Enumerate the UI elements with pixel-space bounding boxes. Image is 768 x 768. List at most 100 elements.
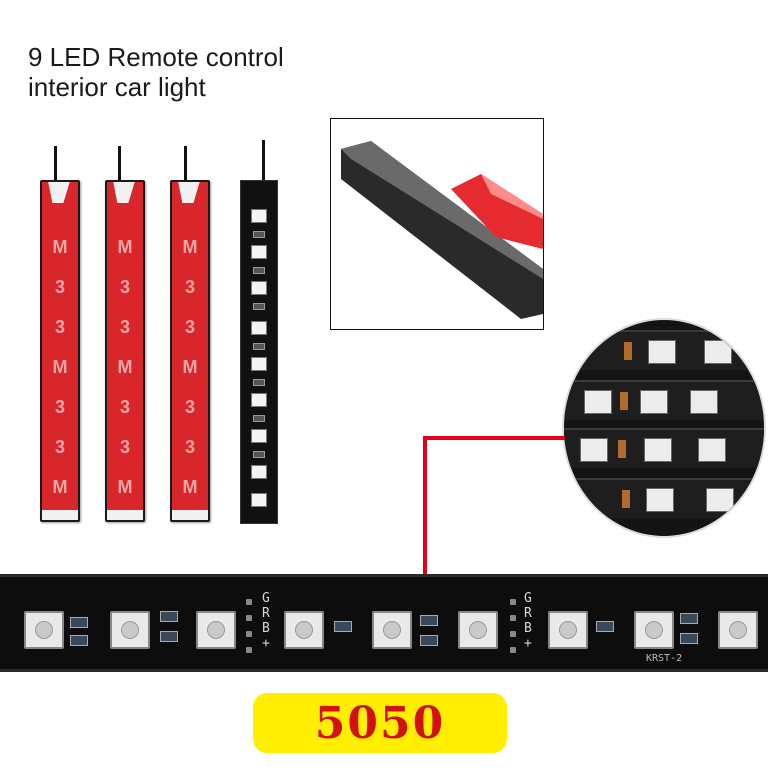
led-chip (24, 611, 64, 649)
tape-print-letter: M (182, 477, 198, 497)
resistor (253, 343, 265, 350)
led-chip (372, 611, 412, 649)
tape-print-letter: 3 (184, 317, 195, 337)
led-strip-closeup: G R B + G R B + KRST-2 (0, 574, 768, 672)
tape-print-letter: M (117, 357, 133, 377)
resistor (160, 631, 178, 642)
cable (118, 146, 121, 186)
strip-end (107, 510, 143, 520)
led-chip (644, 438, 672, 462)
tape-print-letter: 3 (119, 397, 130, 417)
resistor (160, 611, 178, 622)
tape-print-letter: M (182, 237, 198, 257)
led-chip (706, 488, 734, 512)
pin-label: G (524, 591, 532, 606)
tape-print-letter: 3 (184, 277, 195, 297)
led-chip (584, 390, 612, 414)
resistor (596, 621, 614, 632)
tape-print-letter: 3 (119, 277, 130, 297)
led-chip (251, 281, 267, 295)
tape-print-letter: 3 (119, 317, 130, 337)
resistor (70, 635, 88, 646)
resistor (253, 379, 265, 386)
led-chip (640, 390, 668, 414)
magnified-strip-row (564, 478, 764, 518)
tape-print-letter: 3 (54, 317, 65, 337)
led-strip-front (240, 180, 278, 524)
tape-print-letter: M (182, 357, 198, 377)
led-chip (718, 611, 758, 649)
resistor (680, 633, 698, 644)
resistor (253, 267, 265, 274)
board-mark: KRST-2 (646, 653, 683, 664)
cable (54, 146, 57, 186)
cable (184, 146, 187, 186)
wire-tip (178, 182, 200, 203)
led-chip (251, 357, 267, 371)
led-chip (690, 390, 718, 414)
pin-label: + (524, 636, 532, 651)
led-chip (634, 611, 674, 649)
led-chip (284, 611, 324, 649)
led-type-badge: 5050 (253, 693, 507, 753)
magnified-detail (562, 318, 766, 538)
led-chip (580, 438, 608, 462)
led-chip (251, 465, 267, 479)
led-chip (548, 611, 588, 649)
adhesive-closeup (330, 118, 544, 330)
led-chip (704, 340, 732, 364)
tape-print-letter: M (117, 237, 133, 257)
led-chip (110, 611, 150, 649)
tape-print-letter: M (52, 237, 68, 257)
wire-tip (48, 182, 70, 203)
solder-pad (618, 440, 626, 458)
led-chip (196, 611, 236, 649)
resistor (70, 617, 88, 628)
resistor (680, 613, 698, 624)
tape-print-letter: 3 (184, 397, 195, 417)
solder-pad (624, 342, 632, 360)
resistor (253, 451, 265, 458)
tape-print-letter: 3 (54, 437, 65, 457)
product-title: 9 LED Remote control interior car light (28, 42, 284, 102)
cable (262, 140, 265, 184)
title-line-2: interior car light (28, 72, 206, 102)
solder-pad (510, 647, 516, 653)
solder-pad (246, 647, 252, 653)
pin-label: G (262, 591, 270, 606)
led-chip (251, 245, 267, 259)
pin-label: R (524, 606, 532, 621)
resistor (334, 621, 352, 632)
solder-pad (246, 615, 252, 621)
tape-print-letter: M (52, 477, 68, 497)
pin-label: B (262, 621, 270, 636)
callout-line-horizontal (425, 436, 565, 440)
resistor (253, 231, 265, 238)
pin-label: B (524, 621, 532, 636)
pin-label: R (262, 606, 270, 621)
led-chip (648, 340, 676, 364)
led-chip (251, 429, 267, 443)
tape-print-letter: M (52, 357, 68, 377)
resistor (253, 303, 265, 310)
led-chip (251, 321, 267, 335)
tape-print-letter: 3 (119, 437, 130, 457)
resistor (420, 615, 438, 626)
wire-tip (113, 182, 135, 203)
solder-pad (620, 392, 628, 410)
led-chip (251, 209, 267, 223)
pin-label: + (262, 636, 270, 651)
solder-pad (510, 599, 516, 605)
tape-print-letter: M (117, 477, 133, 497)
solder-pad (246, 599, 252, 605)
tape-print-letter: 3 (184, 437, 195, 457)
strip-end (42, 510, 78, 520)
led-chip (251, 493, 267, 507)
pin-label-group-b: G R B + (524, 591, 532, 651)
tape-print-letter: 3 (54, 277, 65, 297)
resistor (253, 415, 265, 422)
led-chip (251, 393, 267, 407)
